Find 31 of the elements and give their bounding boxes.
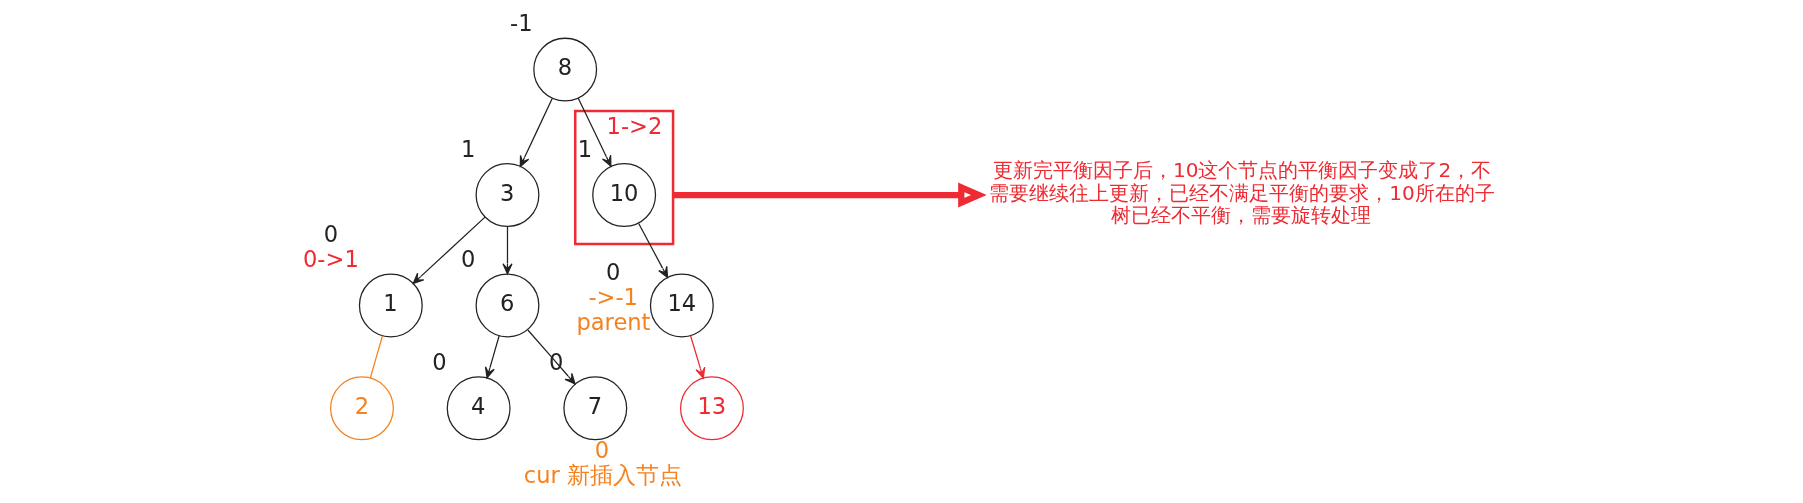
arrow <box>577 97 612 167</box>
node-label: -1 <box>509 10 532 37</box>
arrow <box>412 216 486 285</box>
node-label: ->-1 <box>587 283 638 310</box>
connector <box>369 335 383 379</box>
node-circle: 6 <box>475 273 539 338</box>
arrow <box>637 222 668 278</box>
node-label: 1 <box>460 135 475 162</box>
node-circle: 8 <box>532 37 597 102</box>
node-label: 0 <box>323 220 338 247</box>
node-label: 1 <box>577 135 592 162</box>
arrow <box>672 182 987 208</box>
node-text: 更新完平衡因子后，10这个节点的平衡因子变成了2，不需要继续往上更新，已经不满足平衡的要求，10所在的子树已经不平衡，需要旋转处理 <box>988 158 1495 228</box>
node-circle: 10 <box>591 163 656 228</box>
arrow <box>689 335 705 379</box>
arrow <box>501 226 513 275</box>
arrow <box>526 329 576 385</box>
node-label: 0 <box>460 246 475 273</box>
node-label: 0->1 <box>302 246 359 273</box>
node-circle: 2 <box>329 376 394 441</box>
node-label: cur 新插入节点 <box>523 461 682 488</box>
arrow <box>519 98 553 168</box>
node-circle: 3 <box>475 163 539 228</box>
node-circle: 14 <box>649 273 714 338</box>
node-circle: 13 <box>679 376 744 441</box>
node-label: parent <box>575 308 650 335</box>
node-label: 0 <box>605 258 620 285</box>
node-circle: 4 <box>446 376 511 441</box>
node-circle: 7 <box>562 376 627 441</box>
arrow <box>484 335 500 379</box>
node-label: 0 <box>431 348 447 375</box>
